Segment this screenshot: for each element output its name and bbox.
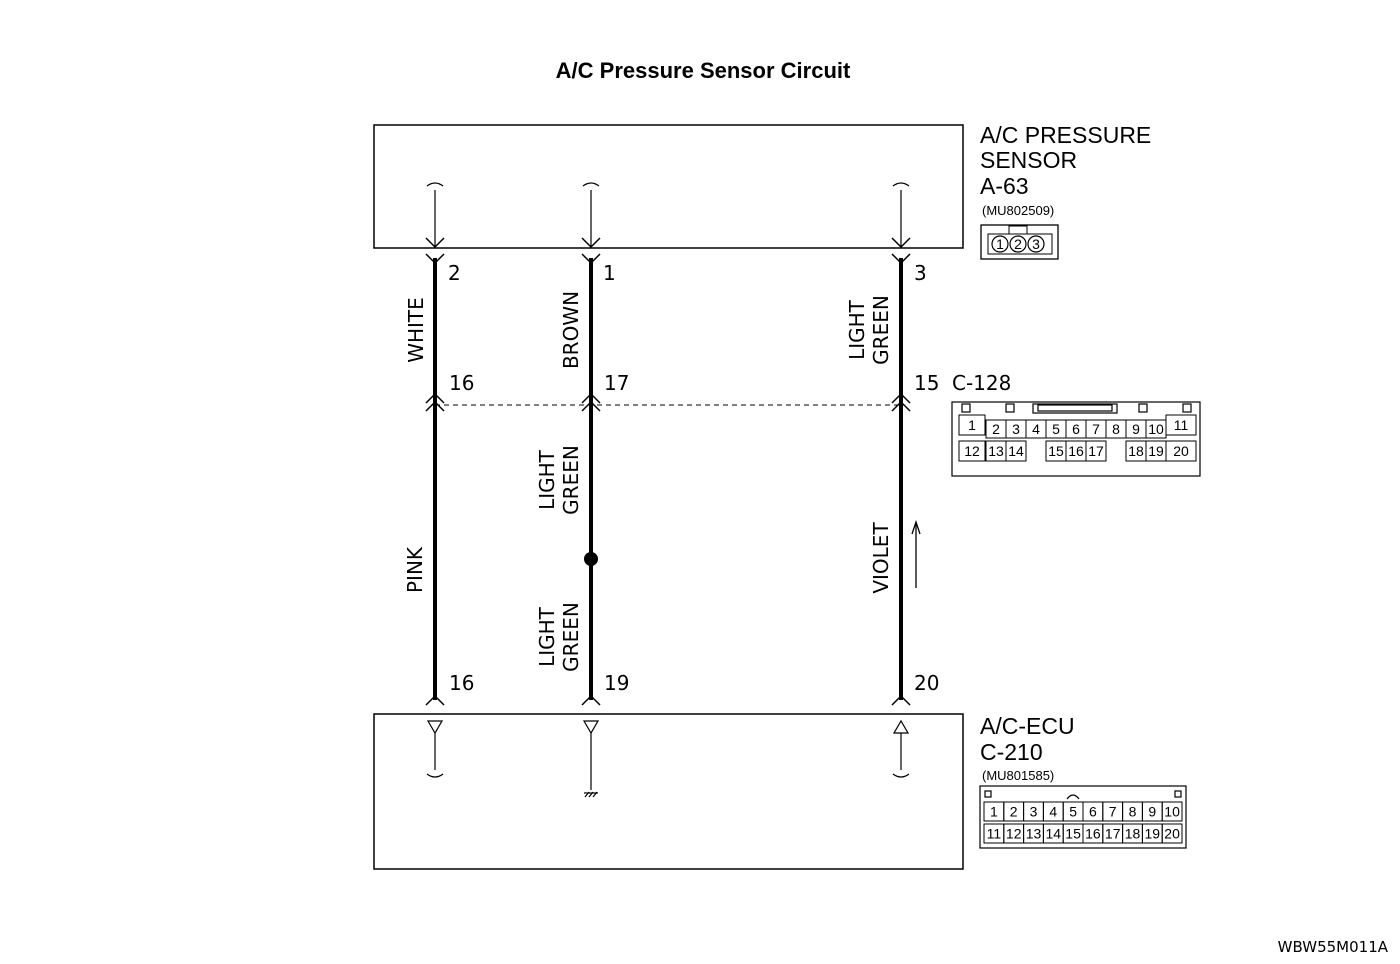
c210-cell xyxy=(1161,823,1183,844)
c210-pin-label: 10 xyxy=(1164,804,1180,820)
c128-pin-label: 15 xyxy=(1048,443,1064,459)
splice-point xyxy=(584,552,598,566)
wire-color-label: GREEN xyxy=(559,445,583,515)
c210-pin-label: 20 xyxy=(1164,826,1180,842)
c210-pin-label: 18 xyxy=(1125,826,1141,842)
c128-pin-label: 17 xyxy=(1088,443,1104,459)
c128-cell xyxy=(1165,440,1197,462)
sensor-name-line2: SENSOR xyxy=(980,147,1077,173)
ecu-name: A/C-ECU xyxy=(980,713,1075,739)
c128-pin-label: 6 xyxy=(1072,421,1080,437)
c128-cell xyxy=(1005,440,1027,462)
junction-pin-number: 17 xyxy=(604,371,629,395)
ecu-pin-number: 20 xyxy=(914,671,939,695)
c128-pin-label: 13 xyxy=(988,443,1004,459)
ecu-connector-icon xyxy=(979,785,1187,849)
sensor-terminal-markers xyxy=(425,237,911,265)
sensor-pin-number: 3 xyxy=(914,261,927,285)
ecu-internal-circuits xyxy=(426,719,910,798)
wire-color-label: PINK xyxy=(403,546,427,593)
sensor-connector-id: A-63 xyxy=(980,173,1029,199)
sensor-pin-number: 1 xyxy=(603,261,616,285)
signal-direction-arrow-icon xyxy=(911,519,921,588)
c128-pin-label: 4 xyxy=(1032,421,1040,437)
sensor-connector-pin: 2 xyxy=(1014,236,1022,252)
c210-pin-label: 15 xyxy=(1065,826,1081,842)
c128-pin-label: 2 xyxy=(992,421,1000,437)
sensor-connector-pin: 1 xyxy=(996,236,1004,252)
c210-cell xyxy=(1161,801,1183,822)
c128-pin-label: 9 xyxy=(1132,421,1140,437)
c210-pin-label: 7 xyxy=(1109,804,1117,820)
c210-pin-label: 12 xyxy=(1006,826,1022,842)
c128-pin-label: 12 xyxy=(964,443,980,459)
c128-pin-label: 11 xyxy=(1174,417,1189,433)
wire-color-label: WHITE xyxy=(404,297,428,363)
c128-pin-label: 19 xyxy=(1148,443,1164,459)
c210-pin-label: 16 xyxy=(1085,826,1101,842)
c128-pin-label: 1 xyxy=(968,417,976,433)
junction-connector-id: C-128 xyxy=(952,371,1011,395)
wire-color-label: LIGHT xyxy=(535,606,559,667)
c210-pin-label: 8 xyxy=(1129,804,1137,820)
sensor-internal-wires xyxy=(426,182,910,248)
c128-cell xyxy=(958,414,986,436)
c210-pin-label: 17 xyxy=(1105,826,1121,842)
wire-color-label: LIGHT xyxy=(535,449,559,510)
c128-pin-label: 7 xyxy=(1092,421,1100,437)
wire-color-label: VIOLET xyxy=(869,522,893,594)
sensor-name-line1: A/C PRESSURE xyxy=(980,122,1151,148)
junction-pin-number: 15 xyxy=(914,371,939,395)
c128-cell xyxy=(958,440,986,462)
c210-pin-label: 13 xyxy=(1026,826,1042,842)
harness-wires xyxy=(433,258,903,700)
c210-pin-label: 2 xyxy=(1010,804,1018,820)
wire-color-label: LIGHT xyxy=(845,299,869,360)
c210-pin-label: 1 xyxy=(990,804,998,820)
sensor-part-number: (MU802509) xyxy=(982,203,1054,218)
wire-color-label: GREEN xyxy=(559,602,583,672)
c128-pin-label: 18 xyxy=(1128,443,1144,459)
sensor-box xyxy=(373,124,964,249)
sensor-connector-pin: 3 xyxy=(1032,236,1040,252)
c210-pin-label: 6 xyxy=(1089,804,1097,820)
ecu-terminal-markers xyxy=(425,694,911,706)
c128-cell xyxy=(1085,440,1107,462)
c128-cell xyxy=(1165,414,1197,436)
ecu-connector-id: C-210 xyxy=(980,739,1043,765)
diagram-title: A/C Pressure Sensor Circuit xyxy=(556,58,851,83)
figure-code: WBW55M011A xyxy=(1278,938,1389,956)
c210-pin-label: 19 xyxy=(1145,826,1161,842)
ecu-pin-number: 16 xyxy=(449,671,474,695)
c128-pin-label: 5 xyxy=(1052,421,1060,437)
c128-pin-label: 16 xyxy=(1068,443,1084,459)
sensor-pin-number: 2 xyxy=(448,261,461,285)
ecu-part-number: (MU801585) xyxy=(982,768,1054,783)
junction-terminal-markers xyxy=(425,392,911,412)
c128-pin-label: 14 xyxy=(1008,443,1024,459)
wire-color-label: GREEN xyxy=(869,295,893,365)
c210-pin-label: 3 xyxy=(1030,804,1038,820)
c128-pin-label: 3 xyxy=(1012,421,1020,437)
c128-pin-label: 8 xyxy=(1112,421,1120,437)
junction-connector-icon xyxy=(951,401,1201,477)
c210-pin-label: 4 xyxy=(1049,804,1057,820)
ecu-pin-number: 19 xyxy=(604,671,629,695)
c210-pin-label: 5 xyxy=(1069,804,1077,820)
junction-pin-number: 16 xyxy=(449,371,474,395)
c210-pin-label: 11 xyxy=(987,826,1002,842)
c210-pin-label: 9 xyxy=(1148,804,1156,820)
c128-pin-label: 10 xyxy=(1148,421,1164,437)
c210-pin-label: 14 xyxy=(1046,826,1062,842)
wire-color-label: BROWN xyxy=(559,291,583,369)
ecu-box xyxy=(373,713,964,870)
sensor-connector-icon: 1 2 3 xyxy=(980,224,1059,260)
c128-pin-label: 20 xyxy=(1173,443,1189,459)
